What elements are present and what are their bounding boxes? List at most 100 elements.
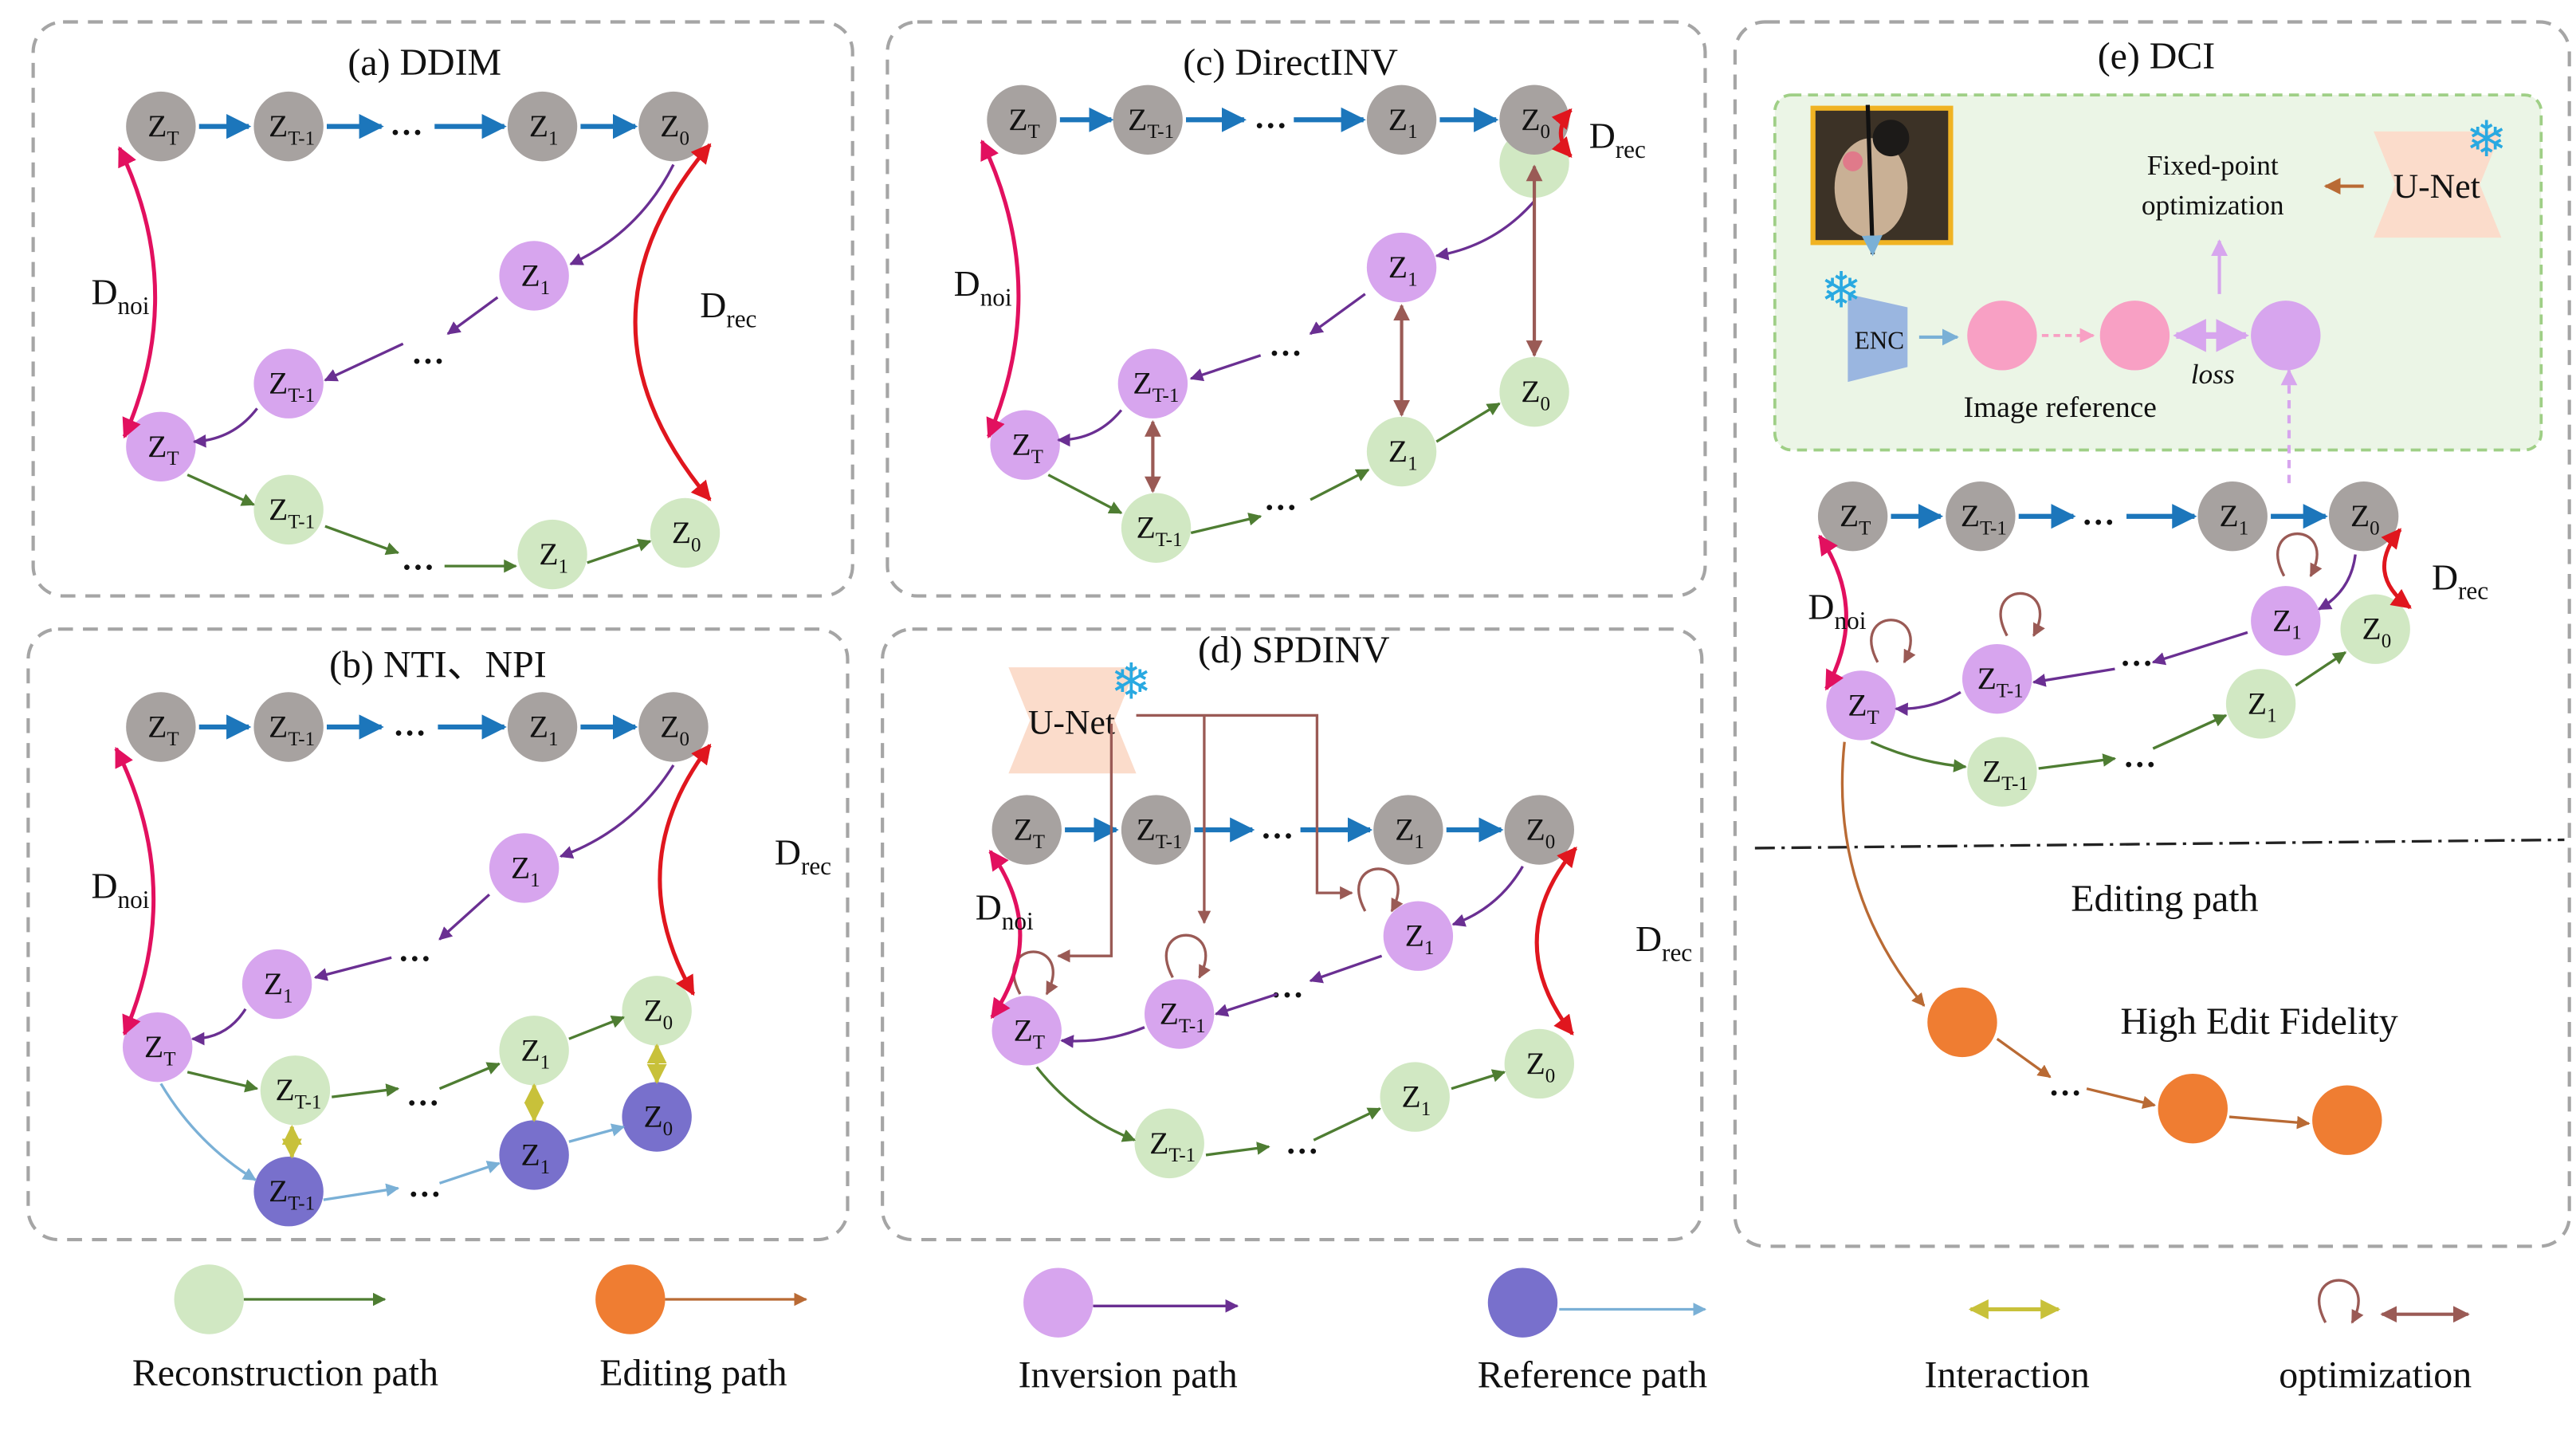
curved-arrow [332,1083,400,1098]
self-loop-arrow [1164,933,1211,979]
svg-text:ZT-1: ZT-1 [1160,996,1206,1037]
svg-text:ZT: ZT [1008,102,1039,143]
curved-arrow [559,764,675,859]
svg-text:ZT-1: ZT-1 [1982,754,2028,795]
node: Z1 [2197,481,2268,552]
optimization-label: optimization [2142,189,2284,221]
node: ZT-1 [1121,493,1192,563]
legend-label: Reference path [1478,1354,1707,1396]
edit-node [2158,1073,2228,1144]
self-loop-arrow [1999,591,2045,638]
svg-text:ZT-1: ZT-1 [1128,102,1174,143]
node: Z0 [1504,1028,1574,1099]
legend-violet-node [1023,1267,1094,1338]
curved-arrow [2086,1087,2157,1110]
curved-arrow [438,1062,501,1090]
encoder-block: ENC [1848,293,1908,383]
node: ZT-1 [1121,795,1192,865]
svg-text:Z0: Z0 [1521,102,1550,143]
d-noi-arrow [980,140,1021,439]
curved-arrow [1205,1142,1270,1157]
svg-text:ZT: ZT [1848,687,1879,728]
curved-arrow [1035,1066,1137,1142]
svg-text:ZT-1: ZT-1 [1977,661,2024,701]
svg-text:Z0: Z0 [1526,812,1556,853]
curved-arrow [1214,992,1278,1017]
snowflake-icon: ❄ [2465,112,2507,167]
node: Z1 [1366,84,1437,155]
curved-arrow [1313,1107,1382,1142]
node: Z1 [507,692,578,762]
svg-text:Z0: Z0 [643,1099,673,1140]
node: ZT [1817,481,1888,552]
curved-arrow [313,956,392,981]
svg-text:Z1: Z1 [1388,250,1418,290]
legend-label: Reconstruction path [132,1352,438,1394]
node: Z0 [622,976,692,1046]
curved-arrow [190,1008,247,1046]
svg-text:Z0: Z0 [1526,1046,1556,1087]
curved-arrow [2032,667,2115,687]
d-noi-arrow [988,850,1023,1020]
svg-text:ZT: ZT [144,1029,175,1070]
d-rec-arrow [1534,847,1577,1035]
panel-b-box [26,627,850,1242]
svg-text:ZT-1: ZT-1 [1137,812,1183,853]
node: ZT [1826,670,1896,741]
curved-arrow [1189,354,1262,382]
node: ZT-1 [260,1055,331,1126]
curved-arrow [192,407,258,448]
snowflake-icon: ❄ [1820,262,1862,318]
svg-text:U-Net: U-Net [1028,703,1115,741]
unet-block: U-Net [2374,131,2502,238]
edit-node [1927,987,1997,1058]
self-loop-arrow [2276,532,2323,578]
node: ZT-1 [1113,84,1183,155]
node: ZT [126,411,196,481]
legend-label: optimization [2279,1354,2472,1396]
node: ZT-1 [253,348,324,419]
high-edit-fidelity-label: High Edit Fidelity [2120,1000,2397,1043]
node: ZT [987,84,1057,155]
panel-d-box [881,627,1704,1242]
curved-arrow [1047,474,1123,515]
node: Z0 [1499,356,1569,427]
node: Z1 [1366,416,1437,487]
node: Z1 [517,519,587,590]
ellipsis: … [1264,481,1298,517]
d-noi-arrow [114,746,156,1036]
unet-feedback-arrow [1136,713,1353,900]
svg-text:Z1: Z1 [520,1032,550,1073]
node: Z0 [638,692,709,762]
ellipsis: … [398,932,431,969]
curved-arrow [2228,1115,2311,1130]
curved-arrow [2151,631,2248,666]
curved-arrow [1870,741,1967,772]
curved-arrow [438,893,491,941]
panel-e-box [1733,20,2571,1248]
section-divider [1754,838,2565,850]
curved-arrow [438,1161,501,1185]
svg-text:ZT-1: ZT-1 [1133,366,1179,407]
fixed-point-module-box [1773,93,2543,452]
legend-label: Interaction [1925,1354,2090,1396]
node: Z1 [2251,586,2321,656]
svg-text:ZT-1: ZT-1 [269,492,315,532]
unet-block: U-Net [1008,667,1137,774]
svg-text:Z1: Z1 [1405,918,1435,959]
node: Z1 [499,1016,569,1086]
panel-a-title: (a) DDIM [348,41,501,84]
d-rec-label: Drec [775,832,831,880]
ellipsis: … [1254,100,1287,136]
svg-text:Z1: Z1 [264,966,293,1007]
edit-node [2312,1085,2382,1155]
ellipsis: … [1286,1125,1319,1161]
reference-image [1810,105,1954,246]
curved-arrow [324,342,404,382]
curved-arrow [569,163,675,265]
svg-text:ZT-1: ZT-1 [269,709,315,749]
down-arrow-icon [1861,104,1883,257]
node: Z0 [622,1082,692,1152]
node: ZT-1 [1134,1108,1204,1179]
